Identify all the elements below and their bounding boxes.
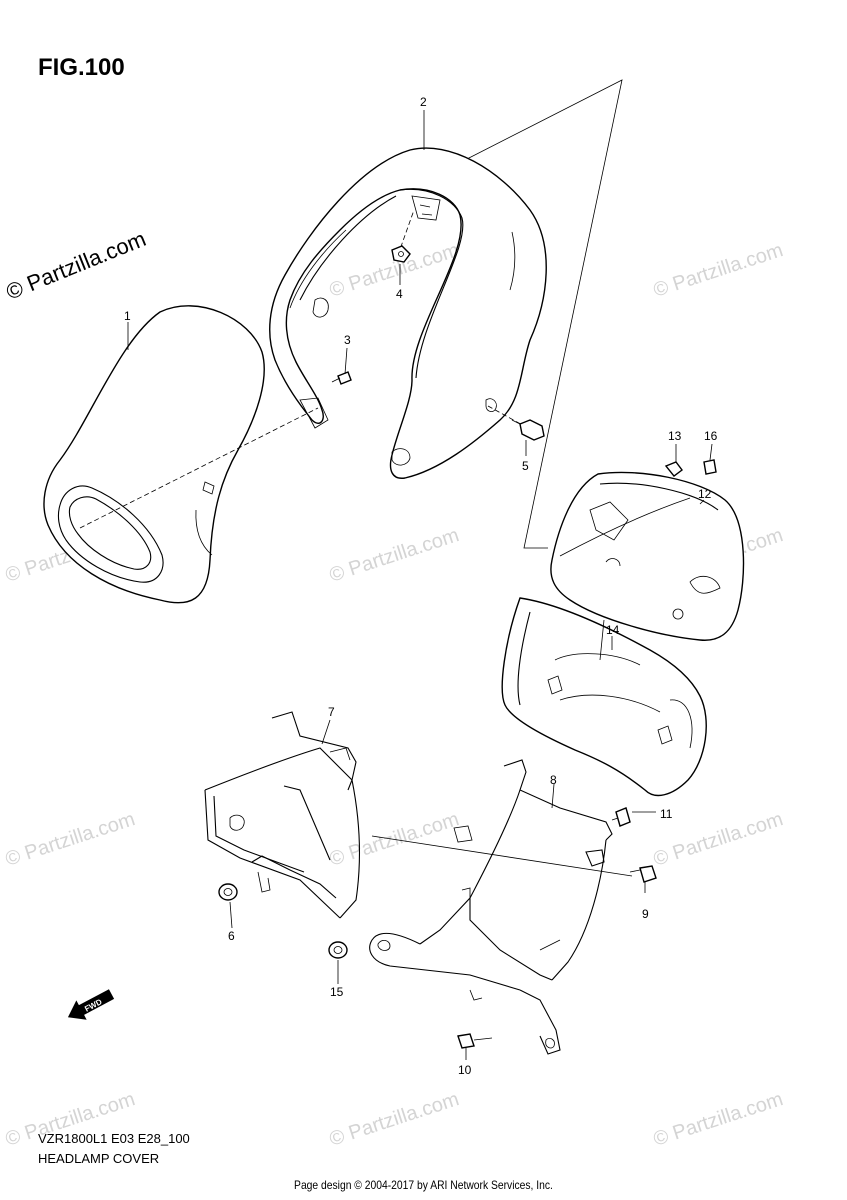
callout-7: 7 bbox=[328, 705, 335, 719]
part-15-grommet bbox=[328, 941, 348, 959]
watermark-main: © Partzilla.com bbox=[3, 226, 150, 305]
callout-13: 13 bbox=[668, 429, 682, 443]
part-6-grommet bbox=[218, 883, 238, 901]
watermark: © Partzilla.com bbox=[651, 1088, 786, 1151]
callout-6: 6 bbox=[228, 929, 235, 943]
part-2-upper-cowl bbox=[269, 147, 547, 479]
part-14-lower-panel bbox=[501, 597, 707, 797]
callout-2: 2 bbox=[420, 95, 427, 109]
leader-dashed-1-2 bbox=[79, 407, 319, 529]
part-11-pin bbox=[611, 807, 631, 827]
part-3-bolt bbox=[331, 371, 352, 385]
callout-leaders bbox=[127, 110, 713, 1060]
watermark: © Partzilla.com bbox=[3, 808, 138, 871]
part-4-nut bbox=[391, 245, 411, 263]
callout-5: 5 bbox=[522, 459, 529, 473]
callout-8: 8 bbox=[550, 773, 557, 787]
reference-triangle-line bbox=[415, 79, 623, 549]
figure-subtitle: HEADLAMP COVER bbox=[38, 1151, 160, 1166]
part-10-bolt bbox=[457, 1033, 493, 1049]
watermark: © Partzilla.com bbox=[651, 239, 786, 302]
part-16-clip bbox=[703, 459, 717, 475]
part-5-fastener bbox=[511, 419, 545, 441]
callout-12: 12 bbox=[698, 487, 712, 501]
callout-3: 3 bbox=[344, 333, 351, 347]
callout-10: 10 bbox=[458, 1063, 472, 1077]
callouts: 1 2 3 4 5 6 7 8 9 10 11 12 13 14 15 16 bbox=[124, 95, 718, 1077]
watermark: © Partzilla.com bbox=[327, 524, 462, 587]
callout-1: 1 bbox=[124, 309, 131, 323]
part-9-bolt bbox=[629, 865, 657, 883]
part-12-inner-cover bbox=[550, 471, 745, 641]
footer-copyright: Page design © 2004-2017 by ARI Network S… bbox=[294, 1178, 553, 1192]
callout-4: 4 bbox=[396, 287, 403, 301]
callout-14: 14 bbox=[606, 623, 620, 637]
callout-9: 9 bbox=[642, 907, 649, 921]
callout-11: 11 bbox=[660, 807, 673, 821]
part-13-clip bbox=[664, 461, 683, 477]
fwd-arrow-icon: FWD bbox=[67, 989, 115, 1020]
reference-line-9 bbox=[371, 835, 633, 877]
model-code: VZR1800L1 E03 E28_100 bbox=[38, 1131, 190, 1146]
callout-15: 15 bbox=[330, 985, 344, 999]
watermark: © Partzilla.com bbox=[327, 1088, 462, 1151]
figure-title: FIG.100 bbox=[38, 54, 125, 81]
callout-16: 16 bbox=[704, 429, 718, 443]
part-7-bracket bbox=[204, 711, 361, 919]
part-1-headlamp-housing bbox=[43, 305, 265, 604]
part-8-bracket bbox=[369, 759, 613, 1055]
